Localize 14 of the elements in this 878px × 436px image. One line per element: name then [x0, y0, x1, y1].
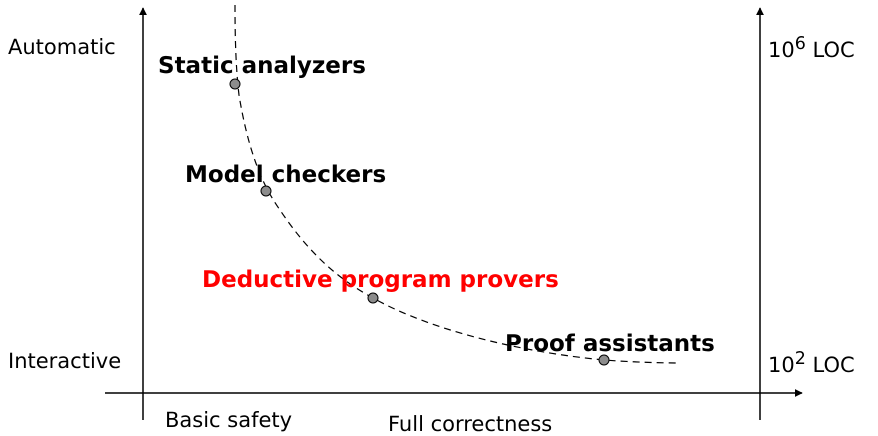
axis-label: Full correctness [388, 411, 552, 436]
scale-label: 10$^{6}$ LOC [768, 33, 855, 63]
data-point [368, 292, 378, 304]
point-label: Static analyzers [158, 53, 366, 79]
point-label: Model checkers [185, 162, 386, 188]
data-point [260, 186, 272, 196]
data-point [598, 354, 610, 366]
axis-label: Automatic [8, 34, 116, 60]
axis-label: Basic safety [165, 407, 292, 433]
axis-label: Interactive [8, 348, 122, 374]
scale-label: 10$^{2}$ LOC [768, 348, 855, 378]
point-label: Proof assistants [505, 331, 715, 357]
point-label: Deductive program provers [202, 267, 559, 293]
data-point [230, 78, 240, 90]
